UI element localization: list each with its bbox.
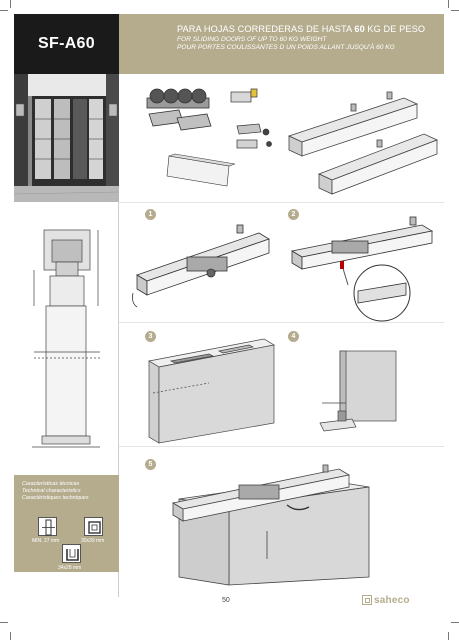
step-panel-1: 1 <box>119 202 282 322</box>
step-panel-2: 2 <box>282 202 444 322</box>
step-illustration <box>171 464 370 586</box>
wood-door-icon <box>38 517 57 536</box>
room-photo-illustration <box>14 74 119 202</box>
step-panel-5: 5 <box>119 446 444 586</box>
heading-es: Características técnicas <box>22 481 80 487</box>
step-panel-3: 3 <box>119 322 282 446</box>
crop-mark <box>10 632 11 640</box>
model-code: SF-A60 <box>14 14 119 74</box>
title-block: PARA HOJAS CORREDERAS DE HASTA 60 KG DE … <box>119 14 444 74</box>
subtitle-fr: POUR PORTES COULISSANTES D UN POIDS ALLA… <box>177 44 395 51</box>
product-images <box>119 74 444 202</box>
crop-mark <box>448 0 449 8</box>
title-weight: 60 <box>354 24 365 34</box>
title-suffix: KG DE PESO <box>364 24 426 34</box>
rail-section-icon <box>84 517 103 536</box>
step-number: 3 <box>145 331 156 342</box>
heading-en: Technical characteristics <box>22 488 81 494</box>
heading-fr: Caractéristiques techniques <box>22 495 89 501</box>
technical-characteristics: Características técnicas Technical chara… <box>14 475 119 517</box>
step-illustration <box>132 224 270 308</box>
room-photo <box>14 74 119 202</box>
crop-mark <box>451 622 459 623</box>
aluminium-rails <box>287 91 439 195</box>
icon-label-thickness: MIN. 27 mm <box>32 538 60 544</box>
section-drawing <box>32 229 100 448</box>
step-number: 4 <box>288 331 299 342</box>
crop-mark <box>0 622 8 623</box>
step-illustration <box>148 338 275 444</box>
step-panel-4: 4 <box>282 322 444 446</box>
icon-label-channel: 34x28 mm <box>58 565 82 571</box>
step-illustration <box>290 216 434 322</box>
trolley-hanger <box>146 88 212 131</box>
step-number: 2 <box>288 209 299 220</box>
page-title: PARA HOJAS CORREDERAS DE HASTA 60 KG DE … <box>177 24 444 34</box>
icon-label-rail: 30x39 mm <box>81 538 105 544</box>
floor-guide <box>166 153 236 187</box>
step-illustration <box>319 350 397 432</box>
crop-mark <box>451 10 459 11</box>
brand-mark-icon <box>362 595 372 605</box>
step-number: 1 <box>145 209 156 220</box>
channel-profile-icon <box>62 544 81 563</box>
subtitle-en: FOR SLIDING DOORS OF UP TO 60 KG WEIGHT <box>177 36 327 43</box>
title-prefix: PARA HOJAS CORREDERAS DE HASTA <box>177 24 355 34</box>
brand-logo: saheco <box>362 594 410 606</box>
brand-name: saheco <box>374 594 410 606</box>
page-number: 50 <box>222 597 230 604</box>
crop-mark <box>0 10 8 11</box>
crop-mark <box>10 0 11 8</box>
stopper <box>230 88 272 149</box>
step-number: 5 <box>145 459 156 470</box>
crop-mark <box>448 632 449 640</box>
spec-icons: MIN. 27 mm 30x39 mm 34x28 mm <box>14 517 119 572</box>
product-kit-illustration <box>146 88 439 195</box>
